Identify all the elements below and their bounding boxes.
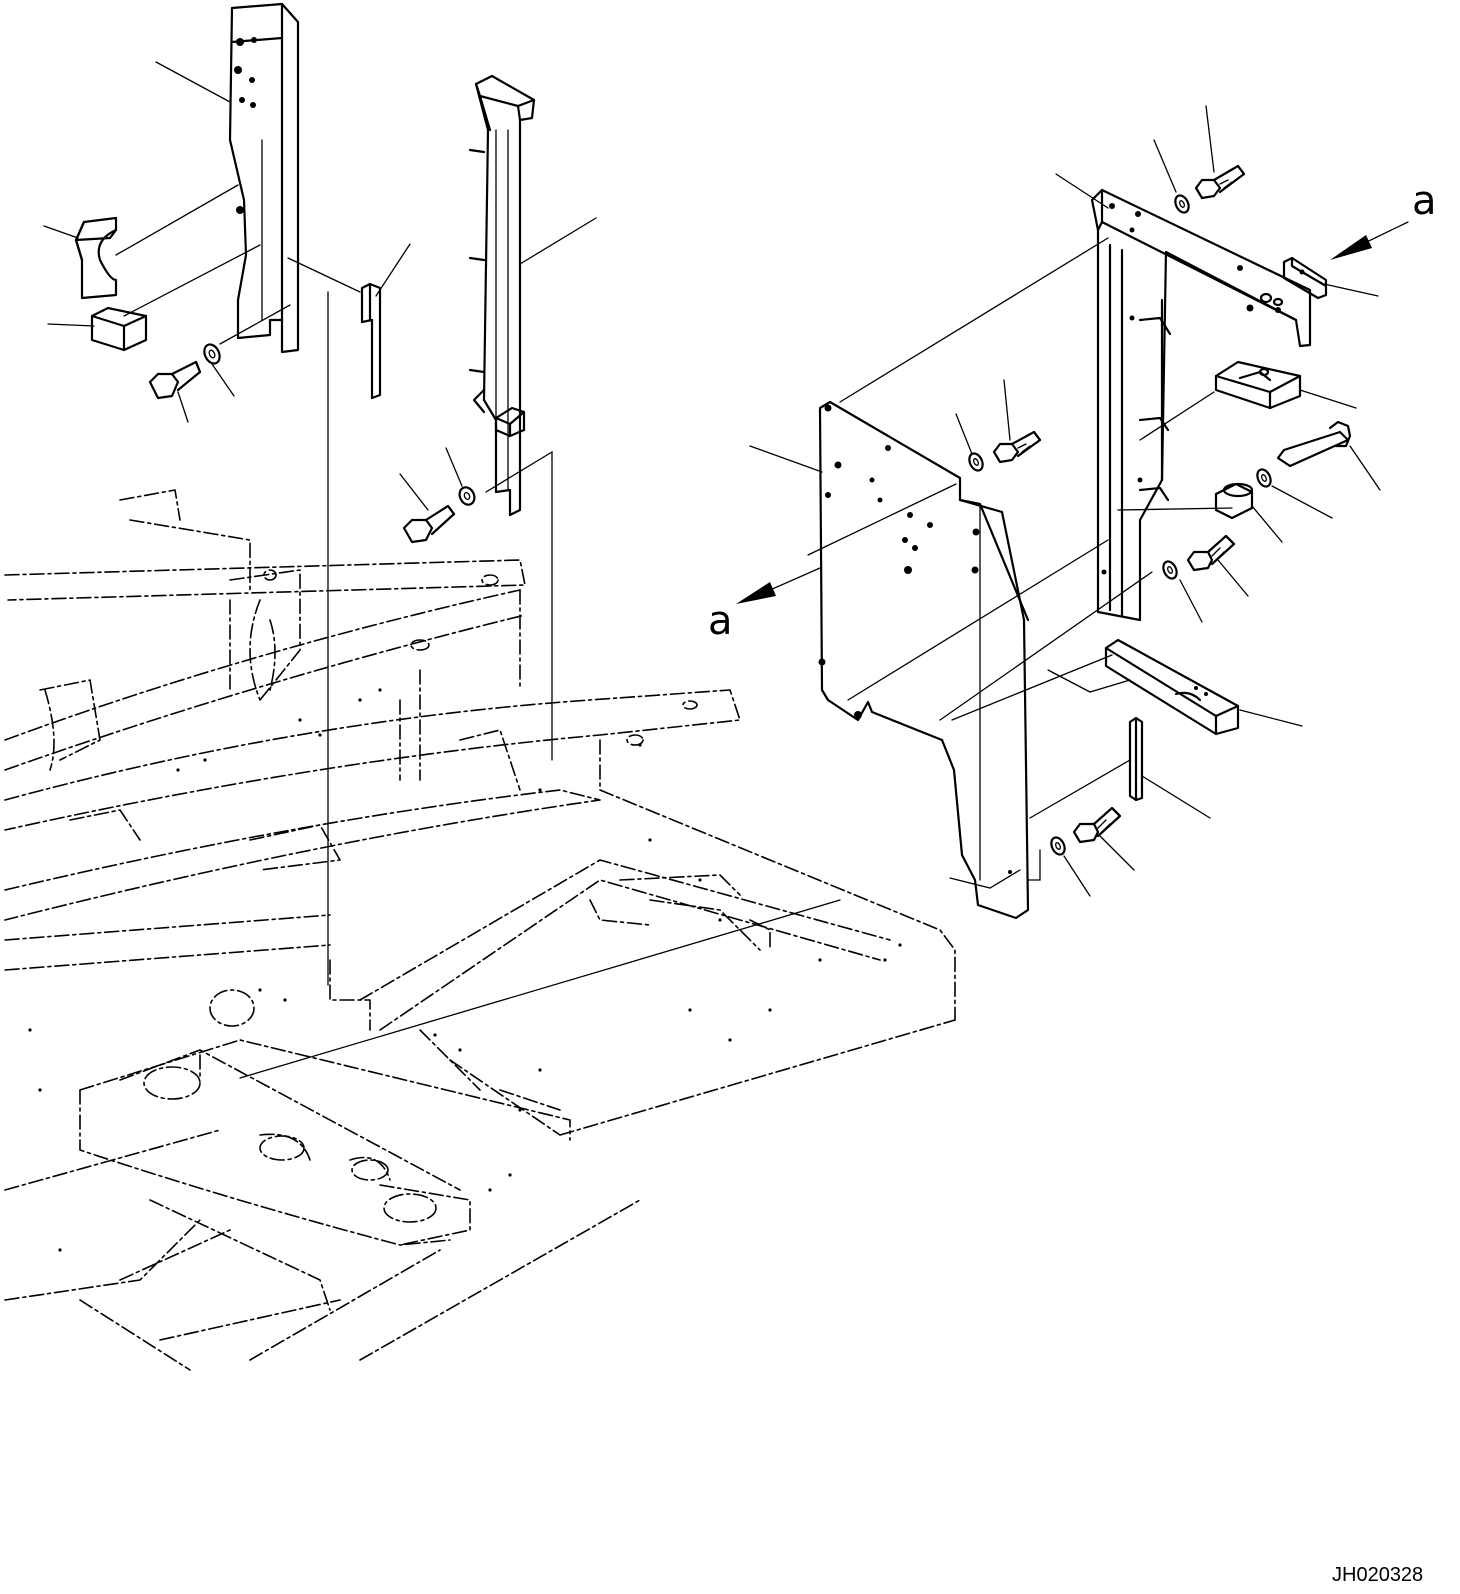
mid-bolt [1162, 534, 1236, 580]
center-bolt [402, 486, 476, 544]
shim-bar-left [360, 282, 382, 400]
clip-plate [1282, 256, 1328, 300]
assembly-lines [115, 184, 1233, 1079]
notched-block [1214, 360, 1302, 410]
drawing-code: JH020328 [1332, 1564, 1424, 1586]
center-column [468, 74, 536, 517]
view-label-bottom: a [708, 598, 733, 644]
right-frame [1090, 188, 1312, 622]
base-frame [4, 489, 956, 1371]
view-arrow-bottom [736, 567, 821, 604]
view-label-top: a [1412, 178, 1437, 224]
bar-block [1104, 638, 1240, 736]
top-bolt [1174, 164, 1246, 214]
spacer-block [90, 306, 148, 352]
shim-bar-right [1128, 716, 1144, 802]
view-arrow-top [1330, 221, 1409, 260]
side-panel [818, 400, 1030, 920]
panel-bolt [968, 430, 1042, 472]
bottom-bolt [1050, 806, 1122, 856]
leader-lines [43, 61, 1381, 897]
long-bolt [1256, 420, 1352, 488]
clamp-block [74, 216, 118, 300]
left-vertical-bracket [228, 2, 300, 354]
left-bolt [148, 343, 221, 400]
collar [1214, 482, 1254, 520]
